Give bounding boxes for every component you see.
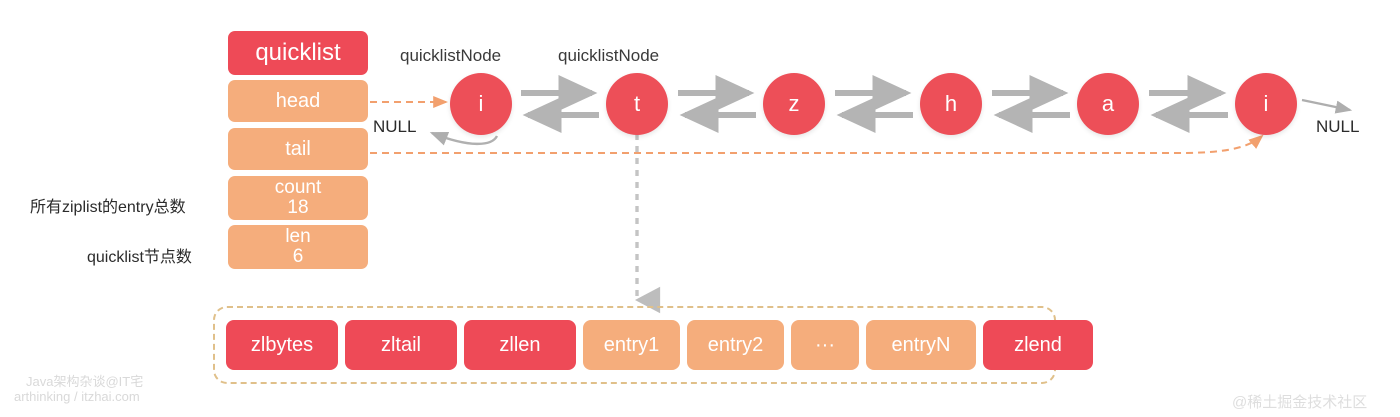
node-type-label-2: quicklistNode [558,46,660,65]
ziplist-cell-label: zlbytes [250,333,314,356]
quicklist-node-letter: t [633,91,641,116]
quicklist-node-letter: z [788,91,800,116]
ziplist-cell-[interactable]: ··· [791,320,859,370]
struct-row-head-label: head [275,89,321,112]
tail-pointer-arrow [370,134,1264,154]
quicklist-struct: quicklist head tail count 18 len 6 [228,31,368,274]
annotation-count-note: 所有ziplist的entry总数 [30,199,186,216]
quicklist-node-letter: i [1263,91,1269,116]
quicklist-node-0[interactable]: i [450,73,512,135]
struct-row-len-label: len [285,226,311,247]
ziplist-cell-entry2[interactable]: entry2 [687,320,784,370]
quicklist-node-5[interactable]: i [1235,73,1297,135]
ziplist-cell-label: zllen [499,333,541,356]
struct-row-len[interactable]: len 6 [228,225,368,269]
struct-title: quicklist [228,31,368,75]
quicklist-node-1[interactable]: t [606,73,668,135]
struct-row-count-value: 18 [287,197,309,218]
struct-title-label: quicklist [255,39,341,66]
annotation-len-note: quicklist节点数 [87,249,192,266]
ziplist-cell-zltail[interactable]: zltail [345,320,457,370]
node-type-label-1: quicklistNode [400,46,502,65]
quicklist-node-letter: a [1101,91,1115,116]
watermark-line-2: arthinking / itzhai.com [14,389,140,404]
head-prev-null-arc [429,131,499,146]
ziplist-cell-label: zlend [1014,333,1062,356]
struct-row-count-label: count [274,177,322,198]
struct-row-len-value: 6 [292,246,304,267]
struct-row-head[interactable]: head [228,80,368,122]
watermark-line-1: Java架构杂谈@IT宅 [26,374,144,389]
struct-row-tail[interactable]: tail [228,128,368,170]
ziplist-cell-label: entry2 [707,333,764,356]
ziplist-cell-label: ··· [815,333,835,356]
ziplist-cell-label: entry1 [603,333,660,356]
struct-row-count[interactable]: count 18 [228,176,368,220]
watermark-corner: @稀土掘金技术社区 [1232,394,1368,411]
quicklist-node-letter: h [944,91,958,116]
null-label-head: NULL [373,117,417,136]
ziplist-cell-zlbytes[interactable]: zlbytes [226,320,338,370]
ziplist-container: zlbytes zltail zllen entry1 entry2 ··· entryN z… [213,306,1093,384]
ziplist-cell-label: entryN [891,333,951,356]
ziplist-cell-entryN[interactable]: entryN [866,320,976,370]
ziplist-cell-entry1[interactable]: entry1 [583,320,680,370]
quicklist-node-letter: i [478,91,484,116]
tail-next-null-arrow [1301,98,1353,114]
struct-row-tail-label: tail [285,137,311,160]
quicklist-node-4[interactable]: a [1077,73,1139,135]
ziplist-cell-zlend[interactable]: zlend [983,320,1093,370]
quicklist-node-2[interactable]: z [763,73,825,135]
ziplist-cell-label: zltail [380,333,421,356]
ziplist-cell-row: zlbytes zltail zllen entry1 entry2 ··· entryN z… [226,320,1093,370]
null-label-tail: NULL [1316,117,1360,136]
quicklist-node-3[interactable]: h [920,73,982,135]
ziplist-cell-zllen[interactable]: zllen [464,320,576,370]
